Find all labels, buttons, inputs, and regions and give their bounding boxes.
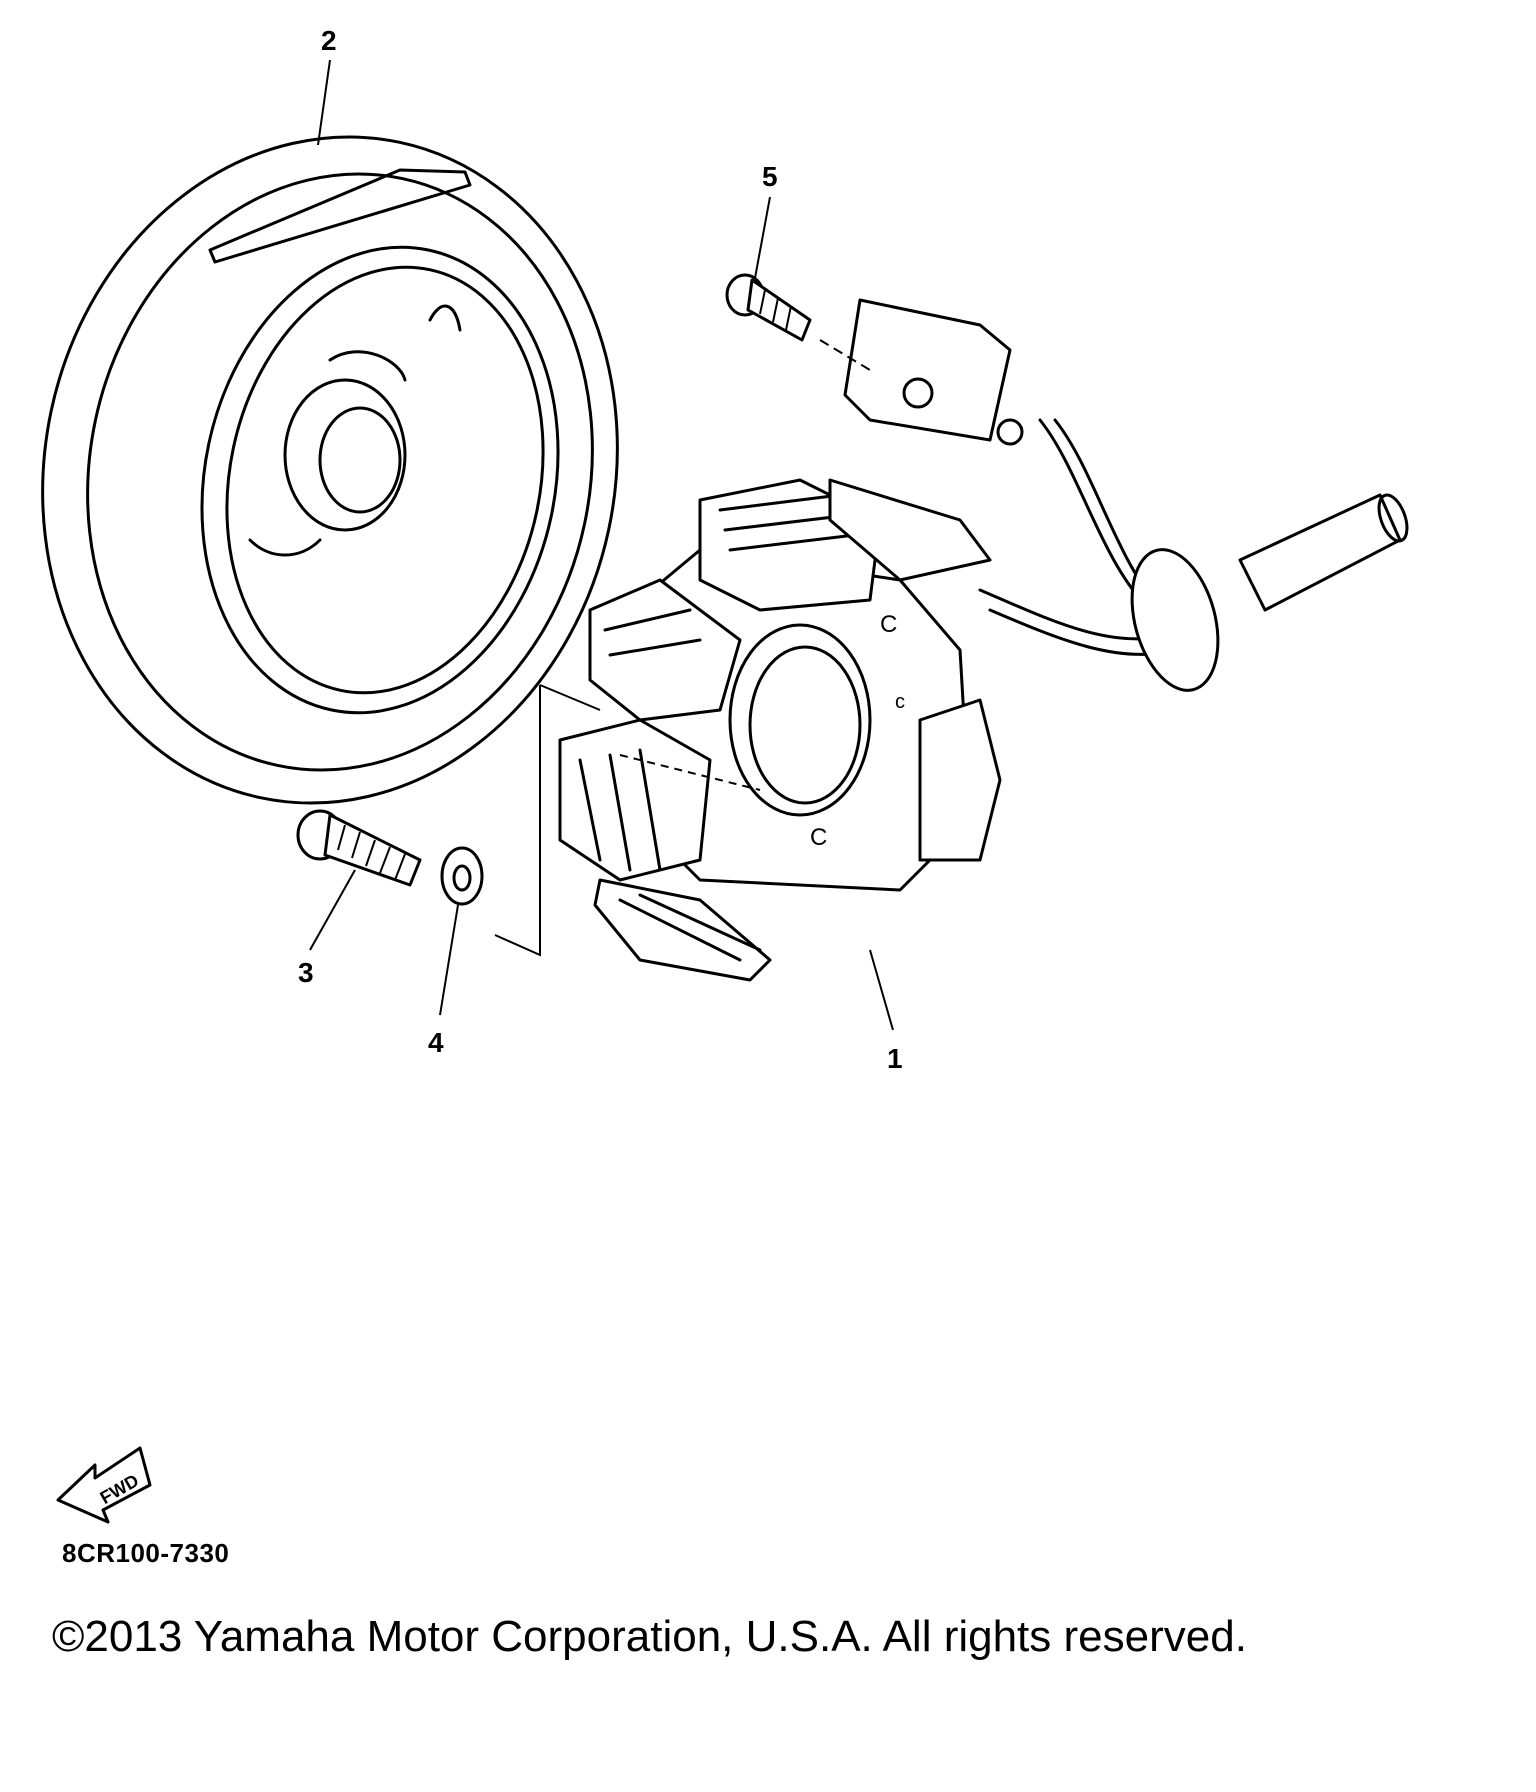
stator-assembly: C c C [558,478,1002,982]
pickup-screw [725,273,871,371]
callout-4: 4 [428,1027,444,1058]
rotor-bolt [296,809,422,887]
leader-line-3 [309,869,356,951]
callout-3: 3 [298,957,314,988]
callout-5: 5 [762,161,778,192]
leader-line-2 [317,59,331,146]
fwd-arrow-icon: FWD [56,1446,152,1524]
reference-code: 8CR100-7330 [62,1538,230,1568]
pickup-coil [843,298,1024,446]
svg-text:C: C [880,611,897,638]
leader-line-4 [439,904,459,1016]
alignment-line-top [539,684,601,711]
flywheel-rotor [41,135,619,805]
alignment-line [494,685,541,957]
callout-1: 1 [887,1043,903,1074]
leader-line-5 [754,196,771,279]
leader-line-1 [869,949,894,1031]
svg-text:C: C [810,824,827,851]
svg-text:c: c [895,691,905,713]
copyright-notice: ©2013 Yamaha Motor Corporation, U.S.A. A… [52,1612,1247,1661]
washer [440,846,484,906]
callout-2: 2 [321,25,337,56]
wire-harness [978,418,1409,692]
